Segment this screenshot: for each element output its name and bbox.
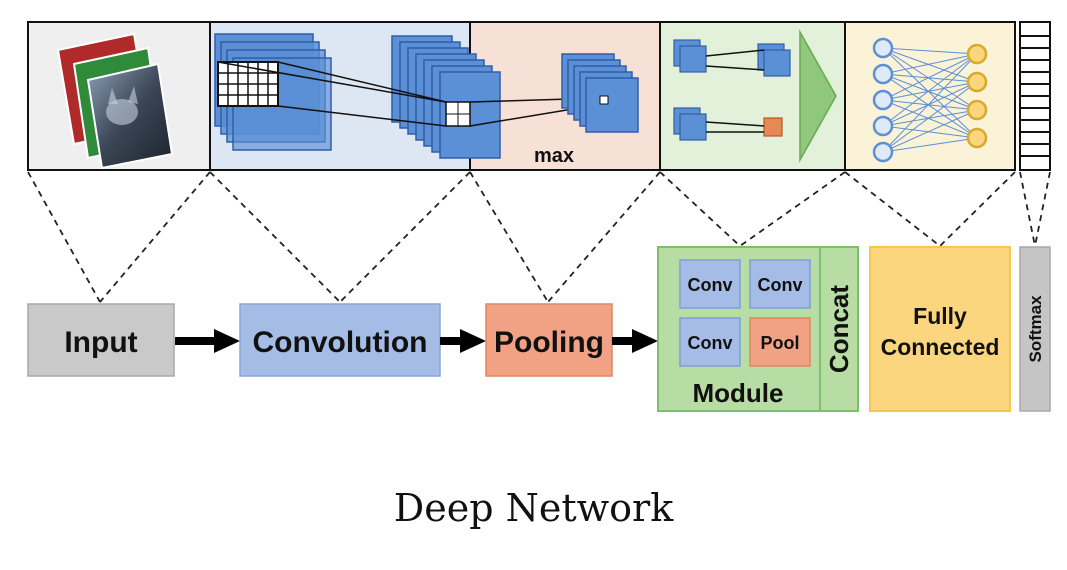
fully-connected-panel [845, 22, 1015, 170]
cat-ear-left [108, 88, 118, 104]
dashed-connectors [27, 171, 1051, 303]
cat-ear-right [128, 86, 138, 104]
input-image-stack [56, 32, 174, 170]
softmax-panel-stripes [1020, 35, 1050, 157]
convolution-label: Convolution [253, 326, 428, 359]
module-conv-2 [749, 259, 811, 309]
fc-mini [872, 37, 988, 163]
convolution-block [239, 303, 441, 377]
fully-connected-label-line2: Connected [881, 334, 1000, 360]
module-pool [749, 317, 811, 367]
pooled-cell [599, 95, 609, 105]
arrow-input-to-conv [175, 329, 240, 353]
module-conv-1 [679, 259, 741, 309]
module-mini-pool [763, 117, 783, 137]
arrow-pool-to-module [612, 329, 658, 353]
top-strip-border [27, 21, 1016, 171]
conv-output-patch-grid [446, 102, 470, 126]
input-label: Input [64, 326, 137, 359]
module-conv-3-label: Conv [688, 333, 733, 353]
input-block [27, 303, 175, 377]
softmax-label: Softmax [1026, 295, 1045, 363]
arrow-conv-to-pool [440, 329, 486, 353]
diagram-caption: Deep Network [393, 486, 674, 530]
cat-face [106, 99, 138, 125]
fully-connected-label-line1: Fully [913, 303, 967, 329]
module-conv-2-label: Conv [758, 275, 803, 295]
softmax-block [1019, 246, 1051, 412]
top-strip: max [27, 21, 1051, 171]
module-mini-concat [799, 29, 837, 163]
module-mini [673, 29, 837, 163]
max-label: max [534, 145, 574, 167]
concat-label: Concat [824, 285, 854, 373]
pooled-maps [561, 53, 639, 133]
module-label: Module [693, 378, 784, 408]
module-conv-1-label: Conv [688, 275, 733, 295]
module-pool-label: Pool [761, 333, 800, 353]
pooling-label: Pooling [494, 326, 604, 359]
pipeline: Input Convolution Pooling Conv Conv Conv [27, 246, 1051, 412]
conv-projection-lines [217, 61, 447, 127]
module-conv-3 [679, 317, 741, 367]
conv-kernel-grid [217, 61, 279, 107]
pooling-block [485, 303, 613, 377]
fully-connected-block [869, 246, 1011, 412]
